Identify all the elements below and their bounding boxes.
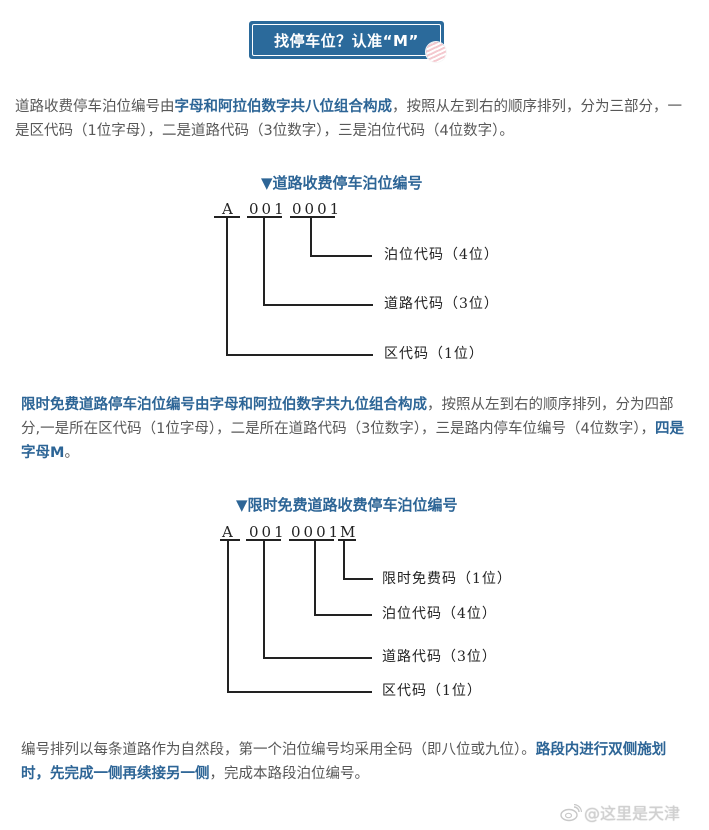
underline [289, 539, 334, 541]
label-berth-code: 泊位代码（4位） [384, 247, 499, 263]
highlight-text: 路段内进行双侧施划时，先完成一侧再续接另一侧 [21, 742, 667, 782]
code-zone: A [222, 200, 236, 218]
connector-line [314, 614, 372, 616]
connector-line [227, 691, 372, 693]
text: ，完成本路段泊位编号。 [209, 766, 370, 782]
underline [220, 539, 240, 541]
underline [290, 216, 335, 218]
label-free-code: 限时免费码（1位） [382, 571, 512, 587]
label-zone-code: 区代码（1位） [382, 683, 482, 699]
highlight-text: 四是字母M [21, 421, 685, 461]
connector-line [226, 216, 228, 355]
code-zone: A [222, 523, 236, 541]
connector-line [263, 539, 265, 658]
title-badge: 找停车位？认准“M” [249, 21, 444, 59]
page-title: 找停车位？认准“M” [252, 24, 441, 56]
connector-line [227, 539, 229, 692]
connector-line [310, 255, 372, 257]
text: 编号排列以每条道路作为自然段，第一个泊位编号均采用全码（即八位或九位）。 [21, 742, 536, 758]
underline [247, 216, 282, 218]
connector-line [263, 216, 265, 305]
code-road: 001 [249, 200, 287, 218]
connector-line [310, 216, 312, 256]
watermark: @这里是天津 [560, 800, 680, 824]
intro-paragraph: 道路收费停车泊位编号由字母和阿拉伯数字共八位组合构成，按照从左到右的顺序排列，分… [15, 95, 695, 143]
text: 。 [64, 445, 79, 461]
free-code-paragraph: 限时免费道路停车泊位编号由字母和阿拉伯数字共九位组合构成，按照从左到右的顺序排列… [21, 393, 691, 465]
striped-ball-icon [426, 42, 446, 62]
connector-line [226, 354, 373, 356]
connector-line [263, 657, 372, 659]
weibo-icon [560, 803, 583, 822]
highlight-text: 字母和阿拉伯数字共八位组合构成 [174, 99, 393, 115]
highlight-text: 限时免费道路停车泊位编号由字母和阿拉伯数字共九位组合构成 [21, 397, 427, 413]
underline [338, 539, 356, 541]
connector-line [343, 578, 373, 580]
label-berth-code: 泊位代码（4位） [382, 606, 497, 622]
label-road-code: 道路代码（3位） [384, 296, 499, 312]
diagram2-title: ▼限时免费道路收费停车泊位编号 [236, 496, 458, 514]
connector-line [343, 539, 345, 579]
label-road-code: 道路代码（3位） [382, 649, 497, 665]
label-zone-code: 区代码（1位） [384, 346, 484, 362]
text: 道路收费停车泊位编号由 [15, 99, 175, 115]
code-berth: 0001 [291, 523, 342, 541]
watermark-text: @这里是天津 [584, 804, 681, 823]
code-free: M [340, 523, 359, 541]
text: ，按照从左到右的顺序排列，分为四部分,一是所在区代码（1位字母），二是所在道路代… [21, 397, 674, 437]
numbering-rule-paragraph: 编号排列以每条道路作为自然段，第一个泊位编号均采用全码（即八位或九位）。路段内进… [21, 738, 691, 786]
connector-line [314, 539, 316, 615]
code-road: 001 [249, 523, 287, 541]
text: ，按照从左到右的顺序排列，分为三部分，一是区代码（1位字母），二是道路代码（3位… [15, 99, 682, 139]
connector-line [263, 304, 373, 306]
code-berth: 0001 [292, 200, 343, 218]
diagram1-title: ▼道路收费停车泊位编号 [261, 174, 423, 192]
